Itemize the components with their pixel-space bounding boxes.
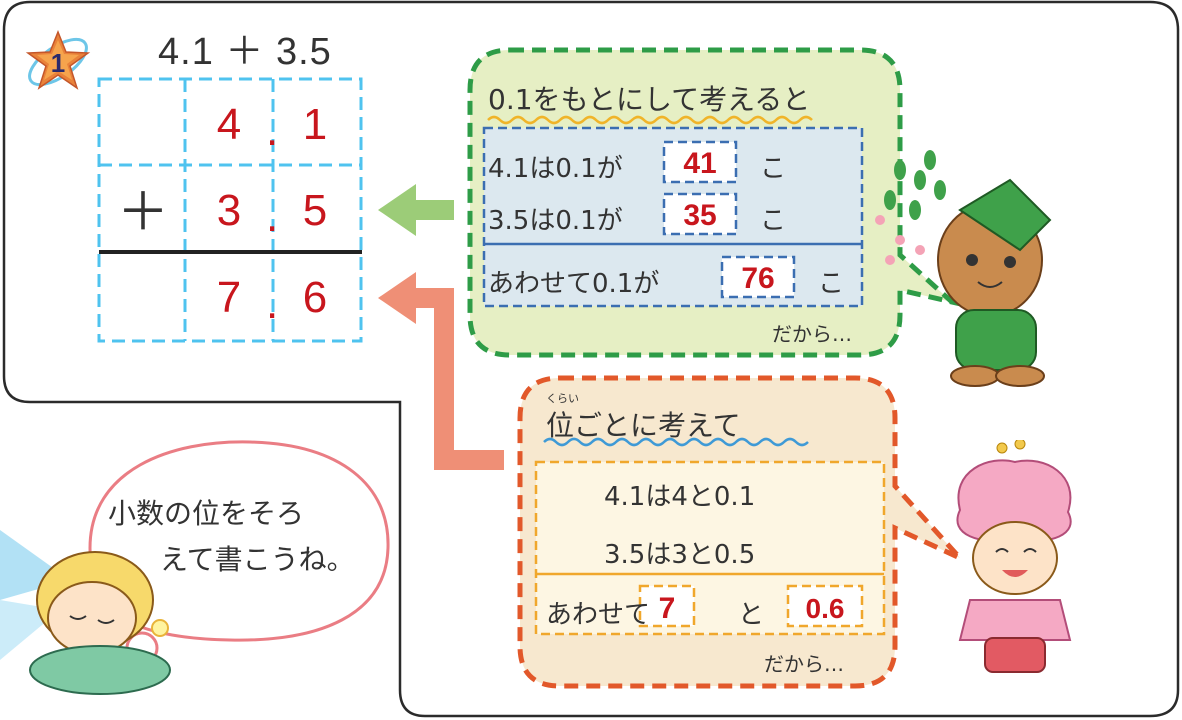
sleeping-fairy-character	[0, 530, 171, 695]
grid-row1-tenths: 1	[302, 100, 328, 149]
speech-line2: えて書こうね。	[160, 543, 355, 576]
green-line3-text: あわせて0.1が	[488, 269, 660, 299]
orange-line1: 4.1は4と0.1	[604, 482, 756, 512]
acorn-boy-character	[875, 150, 1052, 387]
calculation-grid	[97, 77, 363, 343]
grid-row3-ones: 7	[216, 273, 242, 322]
green-line2-text: 3.5は0.1が	[488, 206, 623, 236]
speech-line1: 小数の位をそろ	[108, 497, 305, 530]
badge-number: 1	[51, 48, 65, 78]
problem-expression: 4.1 ＋ 3.5	[158, 31, 332, 73]
grid-row2-operator: ＋	[116, 184, 169, 242]
orange-heading-ruby: くらい	[546, 392, 579, 405]
green-line2-suffix: こ	[760, 206, 787, 236]
green-line1-answer: 41	[683, 147, 717, 180]
orange-bubble-heading: 位ごとに考えて	[546, 409, 741, 442]
green-line1-text: 4.1は0.1が	[488, 154, 623, 184]
orange-speech-bubble	[517, 375, 962, 689]
orange-line3-answer1: 7	[658, 592, 676, 625]
green-line3-suffix: こ	[818, 269, 845, 299]
orange-arrow	[378, 272, 504, 470]
grid-row3-dot: .	[266, 279, 279, 328]
green-line2-answer: 35	[683, 199, 717, 232]
orange-bubble-footer: だから…	[764, 652, 844, 676]
green-line3-answer: 76	[741, 262, 775, 295]
green-arrow	[378, 184, 454, 236]
grid-row2-ones: 3	[216, 186, 242, 235]
grid-row2-tenths: 5	[302, 186, 328, 235]
orange-line3-middle: と	[738, 600, 765, 630]
pink-hair-girl-character	[956, 440, 1072, 673]
grid-row1-dot: .	[266, 106, 279, 155]
orange-line2: 3.5は3と0.5	[604, 540, 756, 570]
green-bubble-footer: だから…	[772, 322, 852, 346]
grid-row3-tenths: 6	[302, 273, 328, 322]
green-bubble-heading: 0.1をもとにして考えると	[488, 83, 811, 116]
grid-row2-dot: .	[266, 192, 279, 241]
orange-line3-text: あわせて	[546, 600, 651, 630]
grid-row1-ones: 4	[216, 100, 242, 149]
orange-line3-answer2: 0.6	[805, 593, 845, 624]
problem-number-badge: 1	[25, 29, 91, 90]
green-speech-bubble	[467, 47, 960, 358]
green-line1-suffix: こ	[760, 154, 787, 184]
